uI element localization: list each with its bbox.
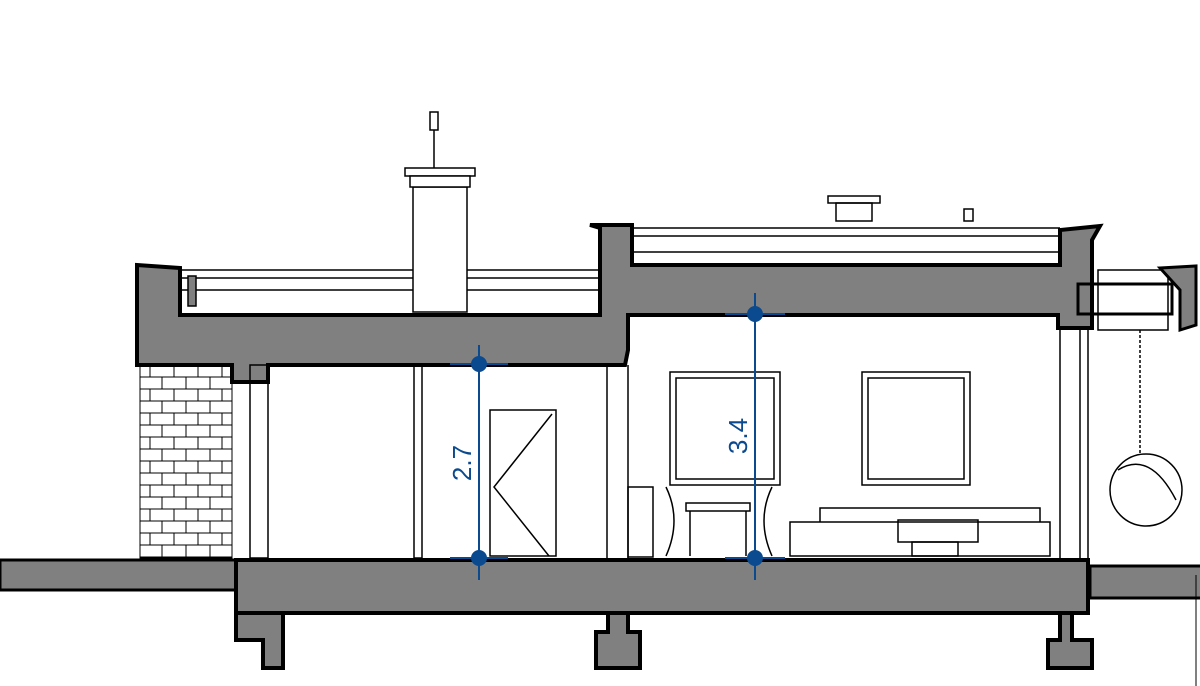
parapets (180, 195, 1198, 333)
roof-slabs (135, 223, 1104, 384)
dimension-label-right: 3.4 (723, 418, 753, 454)
dimension-point (747, 306, 763, 322)
interior (249, 330, 1183, 559)
footing-left (234, 611, 285, 670)
door (489, 409, 557, 557)
hanging-chair (1109, 453, 1183, 527)
dimension-lines (450, 293, 785, 580)
dimension-point (471, 356, 487, 372)
ground-right (1088, 564, 1200, 600)
ground (0, 558, 1200, 686)
window-1 (669, 371, 781, 486)
dimension-point (471, 550, 487, 566)
glazing-middle (413, 364, 423, 559)
window-2 (861, 371, 971, 486)
sofa (789, 507, 1051, 557)
dimension-label-left: 2.7 (447, 445, 477, 481)
footing-right (1046, 611, 1094, 670)
brick-wall (139, 364, 233, 559)
glazing-left (249, 364, 269, 559)
ground-left (0, 558, 242, 592)
floor-slab (234, 558, 1094, 670)
chimney (404, 111, 476, 313)
footing-middle (594, 611, 642, 670)
table (685, 502, 751, 512)
dimension-point (747, 550, 763, 566)
